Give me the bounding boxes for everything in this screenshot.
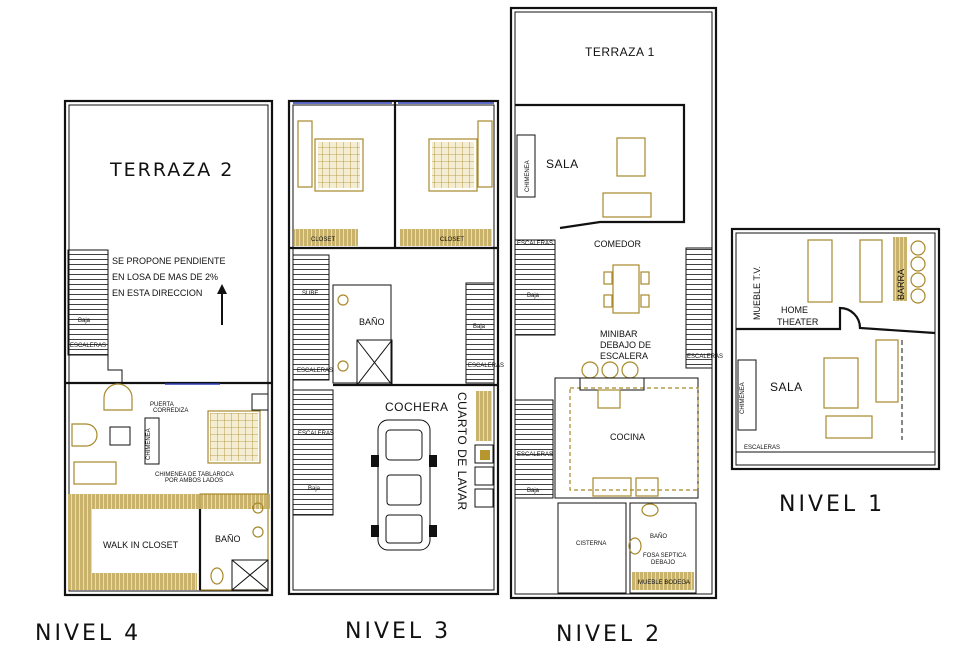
- cisterna-label: CISTERNA: [576, 541, 606, 547]
- sala-label-n2: SALA: [546, 157, 579, 171]
- chimenea-label-n4: CHIMENEA: [146, 428, 152, 460]
- baja-label-n4: Baja: [78, 318, 91, 324]
- terraza-2-label: TERRAZA 2: [109, 159, 234, 181]
- baja-label-n3b: Baja: [308, 486, 321, 492]
- cocina-label: COCINA: [610, 432, 645, 442]
- fosa-line-1: FOSA SEPTICA: [643, 553, 686, 559]
- chimenea-note-2: POR AMBOS LADOS: [165, 478, 223, 484]
- closet-label-1: CLOSET: [311, 237, 335, 243]
- bano-label-n3: BAÑO: [359, 317, 385, 327]
- home-label: HOME: [781, 305, 808, 315]
- car-icon: [371, 419, 437, 551]
- mueble-bodega-label: MUEBLE BODEGA: [638, 580, 690, 586]
- minibar-line-1: MINIBAR: [600, 329, 638, 339]
- barra-label: BARRA: [896, 269, 906, 300]
- sala-label-n1: SALA: [770, 380, 803, 394]
- escaleras-label-n4: ESCALERAS: [70, 343, 106, 349]
- nivel-2-plan: [509, 6, 718, 600]
- note-line-1: SE PROPONE PENDIENTE: [112, 256, 226, 266]
- walk-in-closet-label: WALK IN CLOSET: [103, 540, 179, 550]
- cuarto-de-lavar-label: CUARTO DE LAVAR: [455, 392, 469, 511]
- nivel-3-plan: [287, 99, 500, 596]
- closet-label-2: CLOSET: [440, 237, 464, 243]
- terraza-1-label: TERRAZA 1: [585, 45, 655, 59]
- baja-label-n2b: Baja: [527, 488, 540, 494]
- puerta-label-2: CORREDIZA: [153, 408, 188, 414]
- escaleras-label-n1: ESCALERAS: [744, 445, 780, 451]
- theater-label: THEATER: [777, 317, 819, 327]
- bano-label-n4: BAÑO: [215, 534, 241, 544]
- nivel-1-plan: [730, 227, 941, 471]
- mueble-tv-label: MUEBLE T.V.: [752, 266, 762, 320]
- nivel-2-title: NIVEL 2: [556, 622, 662, 647]
- baja-label-n2a: Baja: [527, 293, 540, 299]
- fosa-line-2: DEBAJO: [651, 560, 675, 566]
- puerta-label-1: PUERTA: [150, 402, 174, 408]
- nivel-3-title: NIVEL 3: [345, 619, 451, 644]
- cochera-label: COCHERA: [385, 400, 449, 414]
- chimenea-label-n1: CHIMENEA: [740, 382, 746, 414]
- minibar-line-3: ESCALERA: [600, 351, 648, 361]
- bano-label-n2: BAÑO: [650, 533, 667, 540]
- escaleras-label-n2c: ESCALERAS: [517, 452, 553, 458]
- nivel-1-title: NIVEL 1: [779, 492, 885, 517]
- note-line-2: EN LOSA DE MAS DE 2%: [112, 272, 218, 282]
- note-line-3: EN ESTA DIRECCION: [112, 288, 202, 298]
- chimenea-note-1: CHIMENEA DE TABLAROCA: [155, 472, 234, 478]
- escaleras-label-n3b: ESCALERAS: [468, 363, 504, 369]
- minibar-line-2: DEBAJO DE: [600, 340, 651, 350]
- nivel-4-plan: [63, 99, 274, 597]
- baja-label-n3a: Baja: [473, 324, 486, 330]
- escaleras-label-n2b: ESCALERAS: [687, 354, 723, 360]
- comedor-label: COMEDOR: [594, 239, 642, 249]
- escaleras-label-n3a: ESCALERAS: [297, 368, 333, 374]
- escaleras-label-n3c: ESCALERAS: [298, 431, 334, 437]
- nivel-4-title: NIVEL 4: [35, 621, 141, 646]
- chimenea-label-n2: CHIMENEA: [525, 160, 531, 192]
- escaleras-label-n2a: ESCALERAS: [517, 241, 553, 247]
- sube-label: SUBE: [302, 291, 318, 297]
